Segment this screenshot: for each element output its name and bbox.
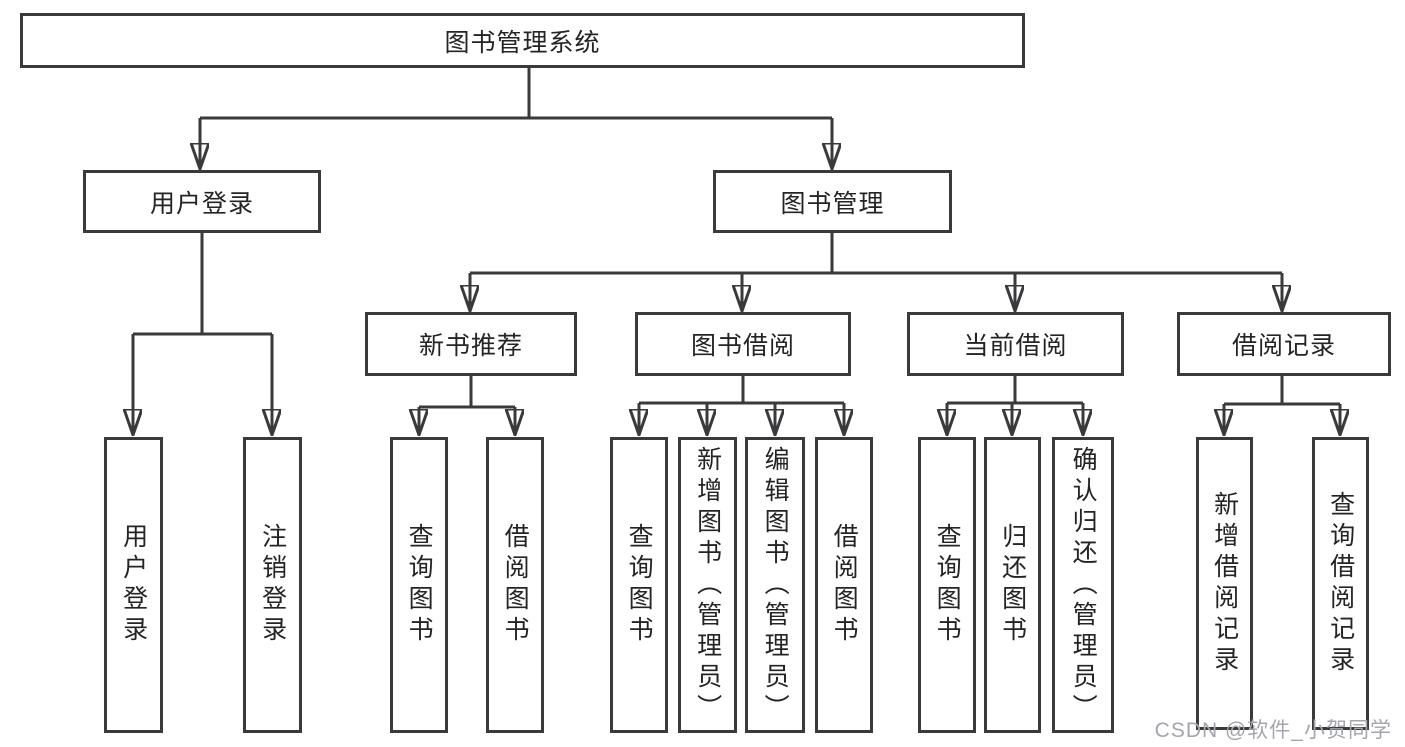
leaf-query-books-borrow-label: 查询图书 [625,523,654,647]
leaf-logout-label: 注销登录 [258,523,287,647]
leaf-logout: 注销登录 [243,437,302,733]
leaf-confirm-return-admin-label: 确认归还（管理员） [1069,445,1098,725]
node-book-management-label: 图书管理 [780,189,885,218]
node-user-login: 用户登录 [83,170,321,233]
leaf-query-books-current-label: 查询图书 [933,523,962,647]
leaf-query-borrow-record: 查询借阅记录 [1312,437,1369,730]
leaf-query-books-recommend-label: 查询图书 [405,523,434,647]
leaf-borrow-books-recommend: 借阅图书 [486,437,544,733]
leaf-edit-book-admin: 编辑图书（管理员） [745,437,805,733]
csdn-watermark: CSDN @软件_小贺同学 [1154,719,1392,742]
leaf-user-login: 用户登录 [104,437,163,733]
leaf-borrow-books-recommend-label: 借阅图书 [501,523,530,647]
connector-user-login-to-leaves [133,233,272,433]
leaf-confirm-return-admin: 确认归还（管理员） [1052,437,1114,733]
connector-new-book-recommend-to-leaves [419,376,515,433]
leaf-borrow-books: 借阅图书 [815,437,873,733]
node-current-borrow-label: 当前借阅 [963,332,1068,360]
leaf-query-books-borrow: 查询图书 [610,437,668,733]
connector-book-management-to-level3 [470,233,1282,309]
connector-book-borrow-to-leaves [639,376,844,433]
node-library-management-system-label: 图书管理系统 [444,28,601,57]
leaf-query-books-recommend: 查询图书 [390,437,448,733]
node-current-borrow: 当前借阅 [907,312,1124,376]
leaf-borrow-books-label: 借阅图书 [830,523,859,647]
connector-current-borrow-to-leaves [947,376,1083,433]
node-new-book-recommend-label: 新书推荐 [418,332,523,360]
leaf-add-book-admin: 新增图书（管理员） [678,437,737,733]
leaf-query-borrow-record-label: 查询借阅记录 [1326,490,1355,677]
node-borrow-records: 借阅记录 [1177,312,1391,376]
leaf-add-book-admin-label: 新增图书（管理员） [693,445,722,725]
node-book-management: 图书管理 [713,170,952,233]
node-book-borrow-label: 图书借阅 [690,332,795,360]
leaf-return-book: 归还图书 [984,437,1041,733]
node-user-login-label: 用户登录 [149,189,254,218]
connector-root-to-level2 [200,68,832,167]
node-new-book-recommend: 新书推荐 [365,312,577,376]
leaf-query-books-current: 查询图书 [918,437,976,733]
node-library-management-system: 图书管理系统 [20,13,1025,68]
leaf-add-borrow-record-label: 新增借阅记录 [1210,490,1239,677]
leaf-add-borrow-record: 新增借阅记录 [1196,437,1253,730]
node-borrow-records-label: 借阅记录 [1231,332,1336,360]
leaf-user-login-label: 用户登录 [119,523,148,647]
connector-borrow-records-to-leaves [1224,376,1340,433]
leaf-edit-book-admin-label: 编辑图书（管理员） [761,445,790,725]
leaf-return-book-label: 归还图书 [998,523,1027,647]
node-book-borrow: 图书借阅 [635,312,851,376]
